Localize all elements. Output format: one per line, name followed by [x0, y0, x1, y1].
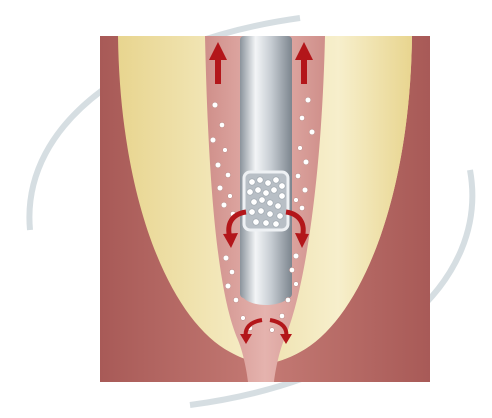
irrigation-needle — [240, 36, 292, 298]
needle-tip — [240, 260, 292, 305]
